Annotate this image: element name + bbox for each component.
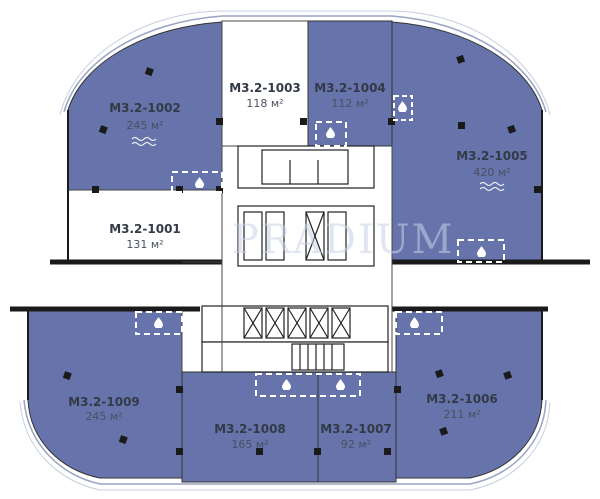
room-label-1008: М3.2-1008 165 м² (214, 422, 286, 451)
svg-text:420 м²: 420 м² (473, 166, 510, 179)
room-label-1003: М3.2-1003 118 м² (229, 81, 301, 110)
svg-text:М3.2-1008: М3.2-1008 (214, 422, 286, 436)
svg-text:М3.2-1009: М3.2-1009 (68, 395, 140, 409)
column-icon (62, 54, 541, 455)
room-1002-shape[interactable] (67, 21, 223, 191)
svg-text:245 м²: 245 м² (85, 410, 122, 423)
svg-text:М3.2-1005: М3.2-1005 (456, 149, 528, 163)
room-label-1005: М3.2-1005 420 м² (456, 149, 528, 191)
room-label-1007: М3.2-1007 92 м² (320, 422, 392, 451)
svg-text:92 м²: 92 м² (341, 438, 371, 451)
svg-text:118 м²: 118 м² (246, 97, 283, 110)
watermark-brand: PRADIUM (232, 217, 454, 263)
room-label-1009: М3.2-1009 245 м² (68, 395, 140, 423)
wave-icon (479, 182, 505, 191)
room-label-1002: М3.2-1002 245 м² (109, 101, 181, 146)
svg-text:211 м²: 211 м² (443, 408, 480, 421)
room-1009-shape[interactable] (27, 309, 183, 479)
svg-text:165 м²: 165 м² (231, 438, 268, 451)
svg-text:М3.2-1007: М3.2-1007 (320, 422, 392, 436)
wave-icon (131, 137, 157, 146)
svg-text:М3.2-1006: М3.2-1006 (426, 392, 498, 406)
svg-text:112 м²: 112 м² (331, 97, 368, 110)
svg-text:М3.2-1002: М3.2-1002 (109, 101, 181, 115)
room-label-1004: М3.2-1004 112 м² (314, 81, 386, 110)
room-label-1001: М3.2-1001 131 м² (109, 222, 181, 251)
svg-text:М3.2-1003: М3.2-1003 (229, 81, 301, 95)
svg-text:М3.2-1004: М3.2-1004 (314, 81, 386, 95)
building-core (201, 145, 389, 373)
svg-text:М3.2-1001: М3.2-1001 (109, 222, 181, 236)
room-1005-shape[interactable] (391, 21, 543, 263)
water-drop-icon (135, 95, 505, 397)
svg-text:131 м²: 131 м² (126, 238, 163, 251)
room-1006-shape[interactable] (395, 309, 543, 479)
room-label-1006: М3.2-1006 211 м² (426, 392, 498, 421)
svg-text:245 м²: 245 м² (126, 119, 163, 132)
